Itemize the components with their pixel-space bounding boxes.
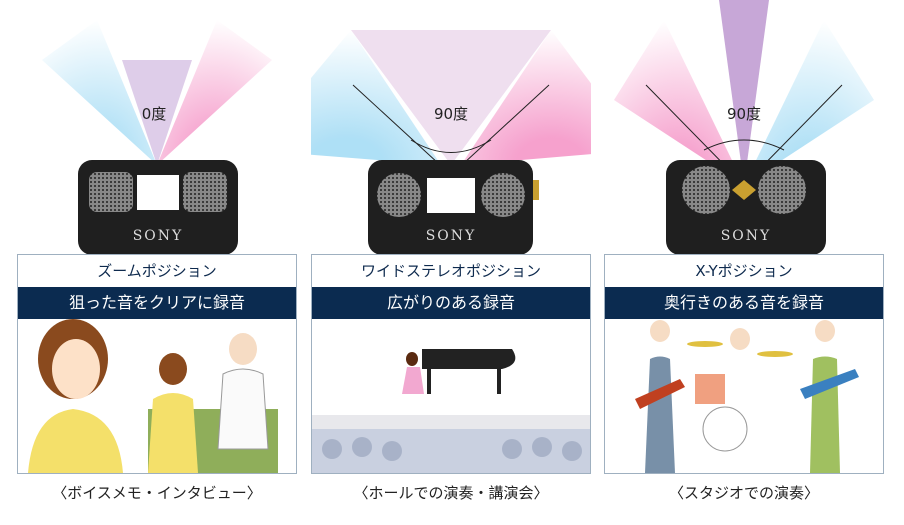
mode-subtitle: 狙った音をクリアに録音 bbox=[18, 287, 296, 319]
angle-label: 90度 bbox=[726, 105, 762, 123]
blue-pickup-cone bbox=[744, 20, 874, 185]
pink-pickup-cone bbox=[157, 20, 272, 165]
mode-card: ワイドステレオポジション 広がりのある録音 bbox=[311, 254, 591, 474]
mode-subtitle: 広がりのある録音 bbox=[312, 287, 590, 319]
mode-card: X-Yポジション 奥行きのある音を録音 bbox=[604, 254, 884, 474]
use-case-caption: 〈ホールでの演奏・講演会〉 bbox=[353, 484, 549, 502]
studio-band-illustration bbox=[635, 320, 859, 473]
brand-logo: SONY bbox=[132, 228, 184, 244]
brand-logo: SONY bbox=[425, 228, 477, 244]
concert-hall-illustration bbox=[312, 349, 590, 473]
interview-illustration bbox=[28, 319, 278, 473]
panel-xy-position: 90度 SONY X-Yポジション 奥行きのある音を録音 〈スタジオでの演奏〉 bbox=[604, 0, 884, 525]
angle-label: 0度 bbox=[141, 105, 167, 123]
blue-pickup-cone bbox=[42, 20, 157, 165]
wide-stereo-mic-diagram bbox=[311, 30, 591, 255]
pink-pickup-cone bbox=[461, 30, 591, 165]
blue-pickup-cone bbox=[311, 30, 441, 165]
mode-card: ズームポジション 狙った音をクリアに録音 bbox=[17, 254, 297, 474]
mode-title: X-Yポジション bbox=[695, 262, 793, 280]
mode-title: ズームポジション bbox=[97, 262, 217, 280]
brand-logo: SONY bbox=[720, 228, 772, 244]
panel-zoom-position: 0度 SONY ズームポジション 狙った音をクリアに録音 〈ボイスメモ・インタビ… bbox=[17, 0, 297, 525]
overlap-cone bbox=[122, 60, 192, 165]
angle-label: 90度 bbox=[433, 105, 469, 123]
mode-title: ワイドステレオポジション bbox=[360, 262, 541, 280]
zoom-position-mic-diagram bbox=[42, 20, 272, 255]
pink-pickup-cone bbox=[614, 20, 744, 185]
use-case-caption: 〈スタジオでの演奏〉 bbox=[668, 484, 819, 502]
mode-subtitle: 奥行きのある音を録音 bbox=[605, 287, 883, 319]
panel-wide-stereo-position: 90度 SONY ワイドステレオポジション 広がりのある録音 〈ホールでの演奏・… bbox=[311, 0, 591, 525]
use-case-caption: 〈ボイスメモ・インタビュー〉 bbox=[52, 484, 262, 502]
xy-position-mic-diagram bbox=[614, 0, 874, 255]
